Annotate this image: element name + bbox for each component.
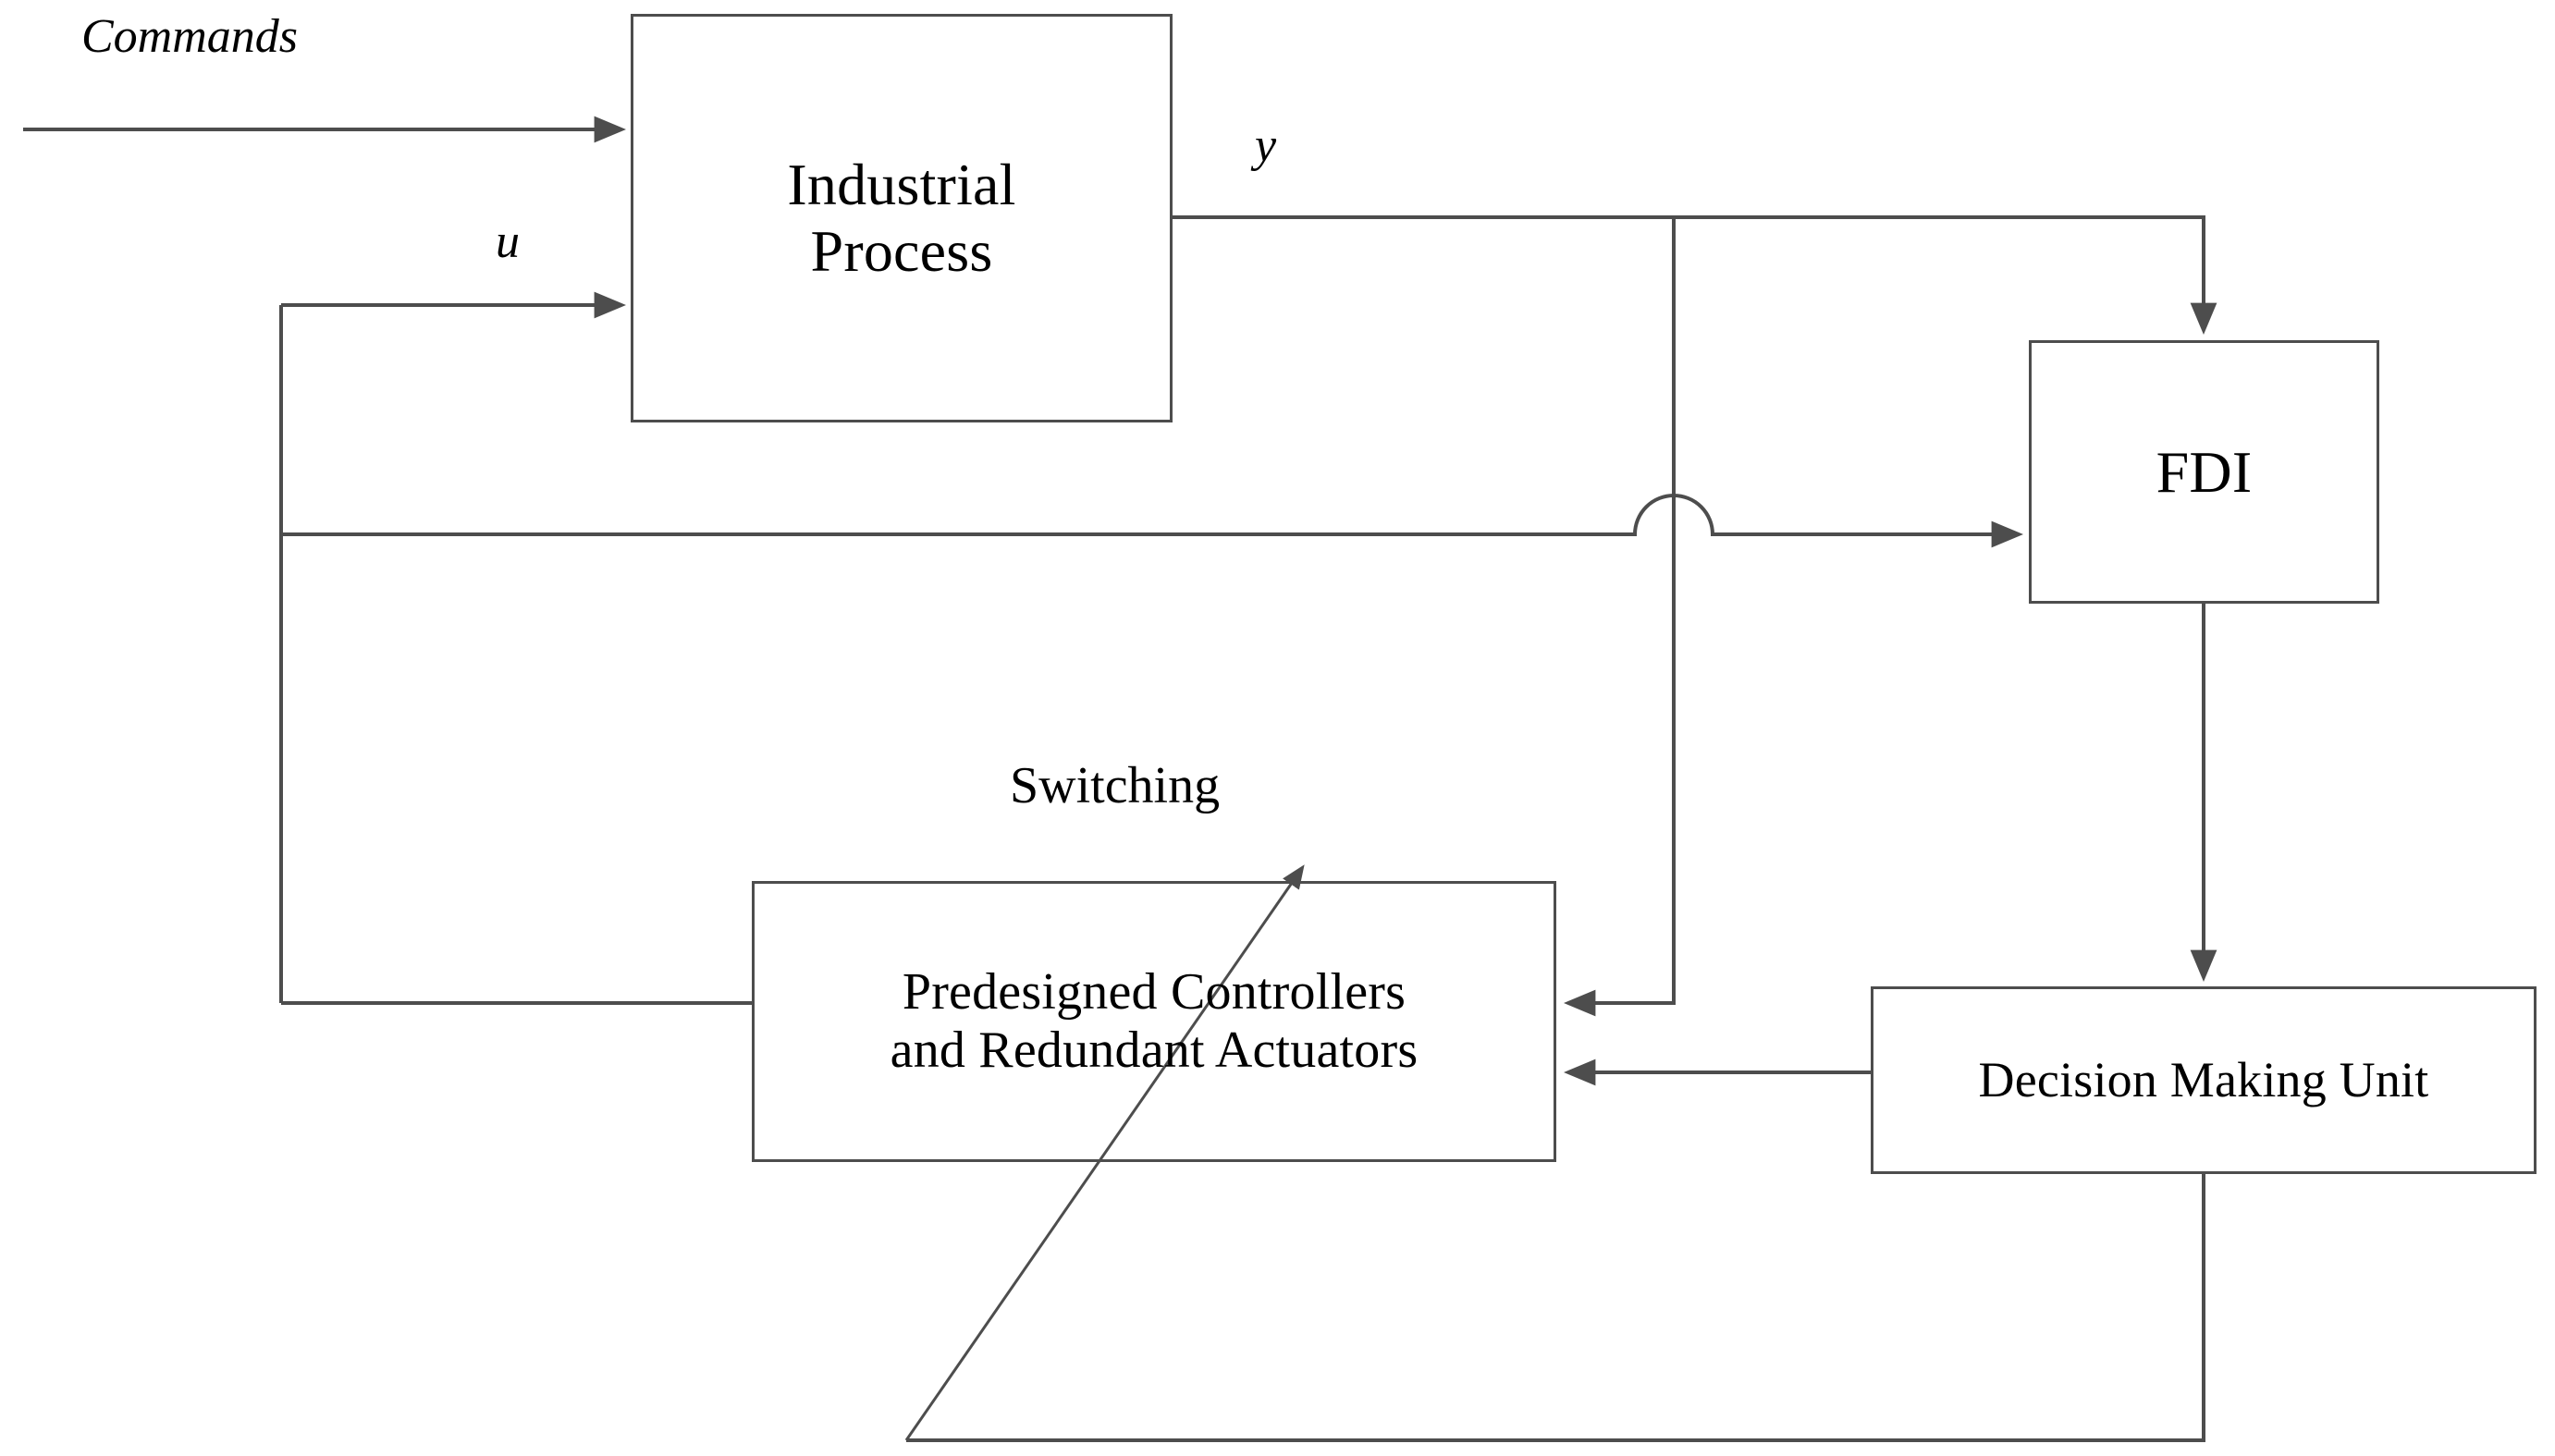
connection-process-y-to-fdi — [1173, 215, 2217, 335]
block-decision-making-unit[interactable]: Decision Making Unit — [1871, 986, 2537, 1174]
block-industrial-process-label: Industrial Process — [787, 152, 1016, 284]
block-predesigned-controllers[interactable]: Predesigned Controllers and Redundant Ac… — [752, 881, 1556, 1162]
edge-label-switching: Switching — [1010, 757, 1221, 814]
block-fdi-label: FDI — [2156, 438, 2253, 505]
block-industrial-process[interactable]: Industrial Process — [631, 14, 1173, 422]
edge-label-y: y — [1255, 119, 1277, 172]
edge-label-u: u — [496, 215, 520, 268]
edge-label-commands: Commands — [81, 10, 299, 63]
connection-y-branch-to-controllers — [1564, 217, 1676, 1017]
block-predesigned-controllers-label: Predesigned Controllers and Redundant Ac… — [890, 963, 1419, 1079]
block-fdi[interactable]: FDI — [2029, 340, 2379, 604]
connection-y-feedback-to-fdi — [280, 494, 2023, 548]
connection-controllers-output-riser — [279, 305, 752, 1005]
block-decision-making-unit-label: Decision Making Unit — [1978, 1052, 2429, 1108]
